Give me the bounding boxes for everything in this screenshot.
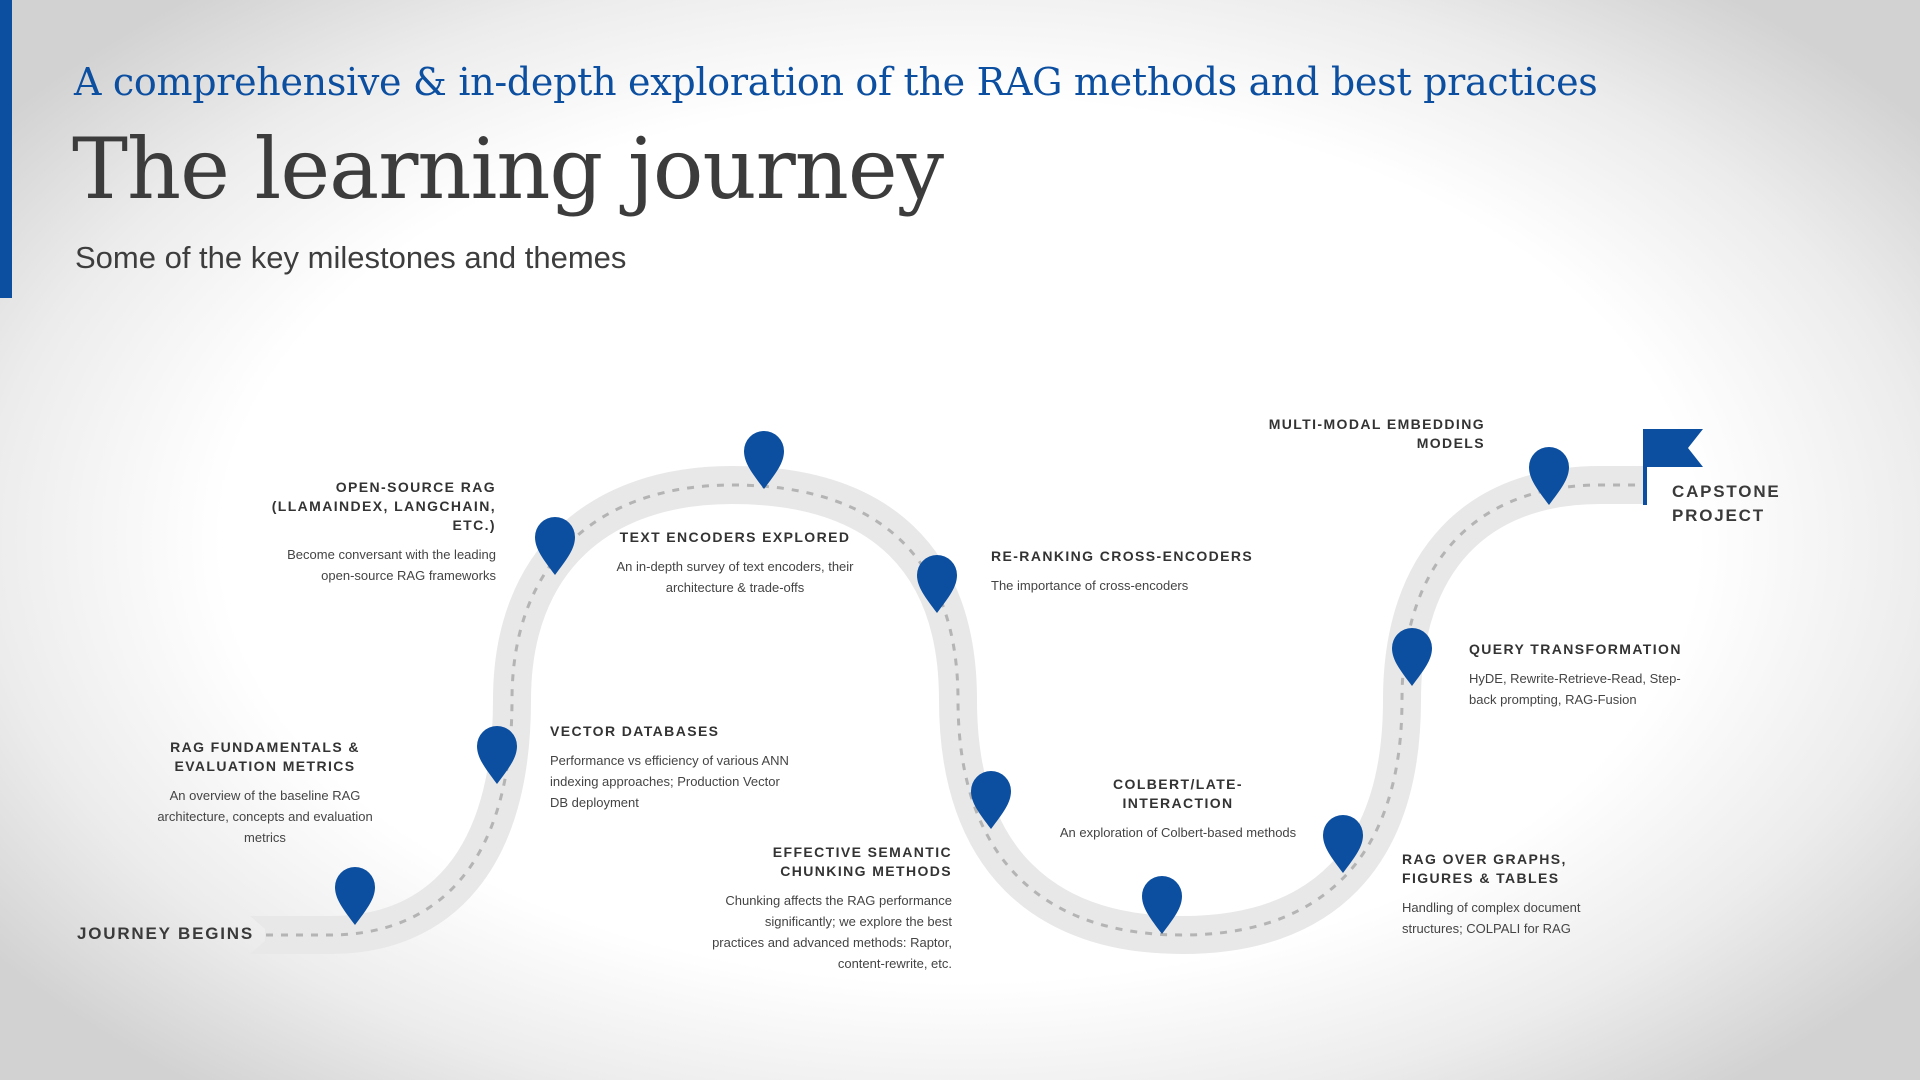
milestone-title: VECTOR DATABASES [550, 723, 720, 739]
milestone-vector-databases: VECTOR DATABASES Performance vs efficien… [550, 722, 800, 813]
milestone-rag-over-graphs: RAG OVER GRAPHS, FIGURES & TABLES Handli… [1402, 850, 1642, 939]
milestone-description: An exploration of Colbert-based methods [1059, 825, 1297, 840]
milestone-title: RAG OVER GRAPHS, FIGURES & TABLES [1402, 851, 1567, 886]
milestone-title: RE-RANKING CROSS-ENCODERS [991, 548, 1254, 564]
page-tagline: Some of the key milestones and themes [75, 240, 627, 275]
milestone-rag-fundamentals: RAG FUNDAMENTALS & EVALUATION METRICS An… [140, 738, 390, 848]
milestone-text-encoders: TEXT ENCODERS EXPLORED An in-depth surve… [610, 528, 860, 598]
milestone-title: OPEN-SOURCE RAG (LLAMAINDEX, LANGCHAIN, … [271, 479, 496, 533]
milestone-open-source-rag: OPEN-SOURCE RAG (LLAMAINDEX, LANGCHAIN, … [255, 478, 496, 586]
milestone-colbert: COLBERT/LATE-INTERACTION An exploration … [1058, 775, 1298, 843]
milestone-title: RAG FUNDAMENTALS & EVALUATION METRICS [170, 739, 360, 774]
page-title: The learning journey [72, 120, 944, 218]
milestone-description: HyDE, Rewrite-Retrieve-Read, Step-back p… [1469, 671, 1681, 707]
journey-start-label: JOURNEY BEGINS [77, 924, 254, 943]
milestone-description: Handling of complex document structures;… [1402, 900, 1581, 936]
milestone-description: Performance vs efficiency of various ANN… [550, 753, 789, 810]
milestone-re-ranking: RE-RANKING CROSS-ENCODERS The importance… [991, 547, 1281, 596]
milestone-title: MULTI-MODAL EMBEDDING MODELS [1268, 416, 1485, 451]
milestone-description: Chunking affects the RAG performance sig… [712, 893, 952, 971]
milestone-semantic-chunking: EFFECTIVE SEMANTIC CHUNKING METHODS Chun… [712, 843, 952, 974]
milestone-description: Become conversant with the leading open-… [287, 547, 496, 583]
milestone-description: The importance of cross-encoders [991, 578, 1189, 593]
page-subtitle: A comprehensive & in-depth exploration o… [74, 60, 1598, 104]
road-start-chevron [250, 916, 300, 954]
flag-icon [1643, 429, 1703, 505]
milestone-description: An overview of the baseline RAG architec… [157, 788, 373, 845]
milestone-title: COLBERT/LATE-INTERACTION [1113, 776, 1243, 811]
milestone-title: EFFECTIVE SEMANTIC CHUNKING METHODS [772, 844, 952, 879]
road-band [265, 465, 1644, 955]
milestone-title: QUERY TRANSFORMATION [1469, 641, 1682, 657]
milestone-multi-modal-embedding: MULTI-MODAL EMBEDDING MODELS [1245, 415, 1485, 453]
accent-bar [0, 0, 12, 298]
capstone-project-label: CAPSTONE PROJECT [1672, 482, 1781, 525]
milestone-title: TEXT ENCODERS EXPLORED [619, 529, 851, 545]
milestone-query-transformation: QUERY TRANSFORMATION HyDE, Rewrite-Retri… [1469, 640, 1699, 710]
milestone-description: An in-depth survey of text encoders, the… [616, 559, 854, 595]
